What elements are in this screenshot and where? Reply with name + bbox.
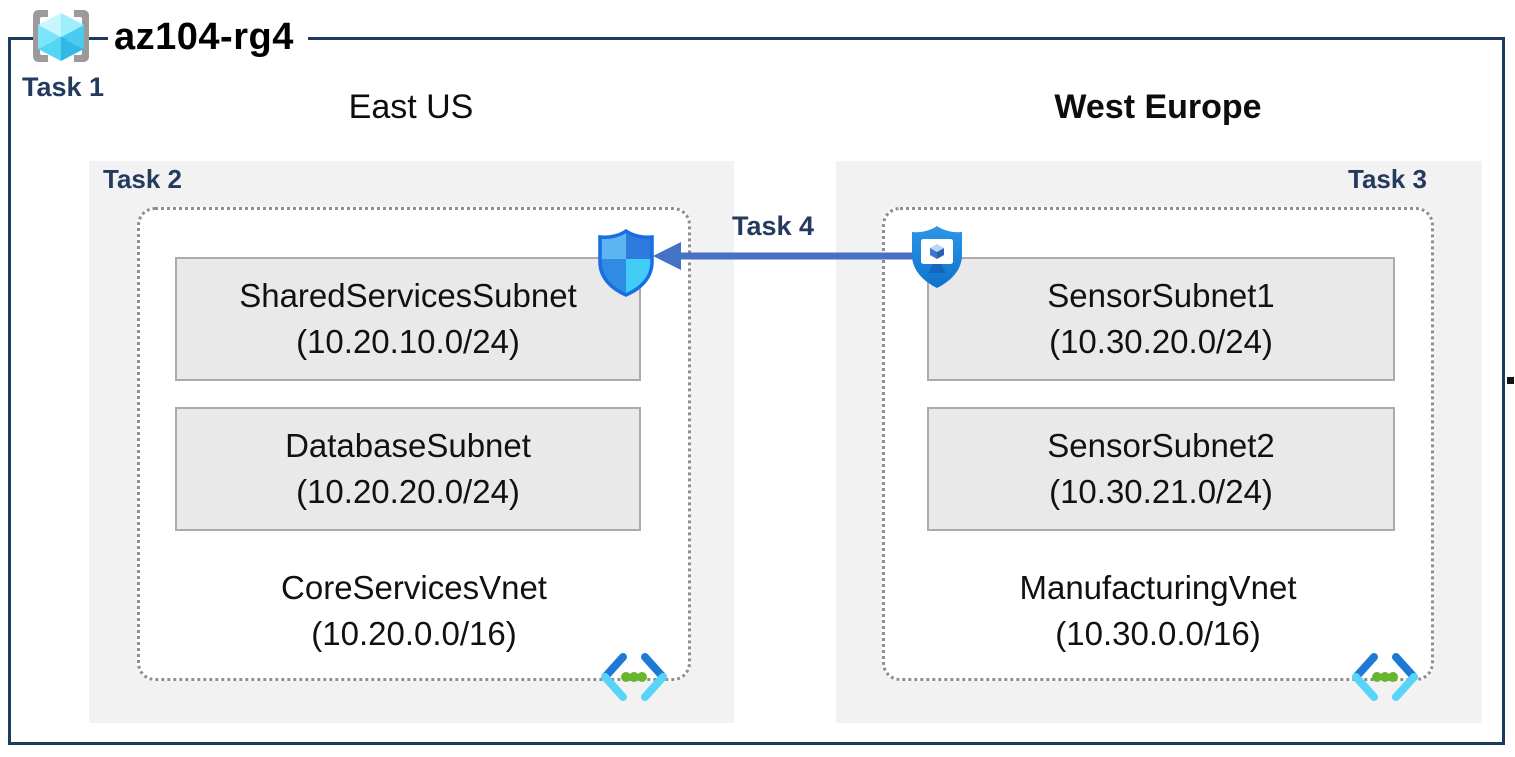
- manufacturing-vnet-label: ManufacturingVnet (10.30.0.0/16): [882, 565, 1434, 657]
- vnet-name: ManufacturingVnet: [1019, 569, 1297, 606]
- subnet-name: SensorSubnet1: [1047, 277, 1275, 314]
- application-security-group-shield-icon: [912, 226, 962, 288]
- subnet-cidr: (10.30.21.0/24): [1049, 473, 1273, 510]
- vnet-cidr: (10.30.0.0/16): [1055, 615, 1261, 652]
- sensor-subnet1-box: SensorSubnet1 (10.30.20.0/24): [927, 257, 1395, 381]
- subnet-cidr: (10.20.10.0/24): [296, 323, 520, 360]
- peering-arrow: [653, 242, 945, 270]
- task4-label: Task 4: [732, 211, 815, 241]
- sensor-subnet2-box: SensorSubnet2 (10.30.21.0/24): [927, 407, 1395, 531]
- subnet-cidr: (10.30.20.0/24): [1049, 323, 1273, 360]
- task2-label: Task 2: [103, 164, 183, 194]
- task3-label: Task 3: [1348, 164, 1428, 194]
- subnet-name: DatabaseSubnet: [285, 427, 531, 464]
- network-security-group-shield-icon: [598, 228, 654, 297]
- region-label-west-europe: West Europe: [1054, 88, 1262, 126]
- shared-services-subnet-box: SharedServicesSubnet (10.20.10.0/24): [175, 257, 641, 381]
- vnet-cidr: (10.20.0.0/16): [311, 615, 517, 652]
- region-label-east-us: East US: [348, 88, 474, 126]
- vnet-name: CoreServicesVnet: [281, 569, 547, 606]
- subnet-name: SensorSubnet2: [1047, 427, 1275, 464]
- resource-group-boundary: [8, 37, 1505, 745]
- selection-handle-artifact: [1507, 377, 1514, 384]
- diagram-title: az104-rg4: [108, 14, 308, 60]
- task1-label: Task 1: [22, 72, 105, 102]
- virtual-network-icon: [1352, 653, 1418, 701]
- subnet-name: SharedServicesSubnet: [239, 277, 577, 314]
- database-subnet-box: DatabaseSubnet (10.20.20.0/24): [175, 407, 641, 531]
- core-services-vnet-label: CoreServicesVnet (10.20.0.0/16): [137, 565, 691, 657]
- resource-group-icon: [33, 10, 89, 62]
- virtual-network-icon: [601, 653, 667, 701]
- subnet-cidr: (10.20.20.0/24): [296, 473, 520, 510]
